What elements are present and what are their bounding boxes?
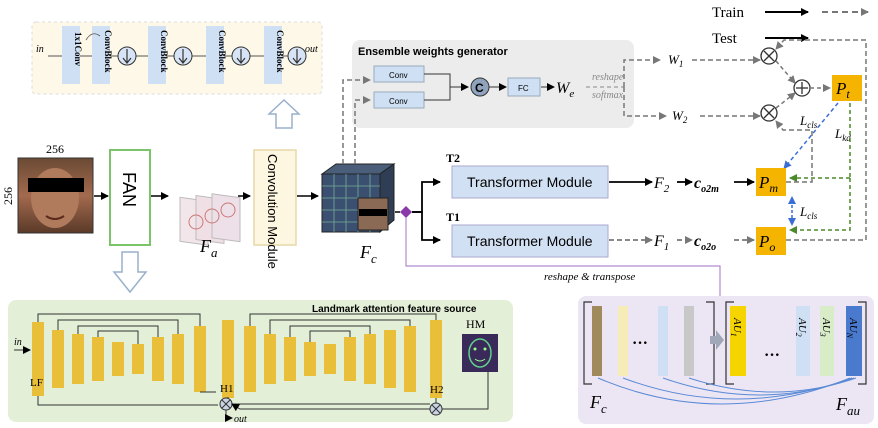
legend-test-label: Test [712, 31, 738, 47]
convblock-3 [206, 26, 224, 84]
ensemble-fc-label: FC [518, 84, 529, 93]
au-transform-arrow [710, 330, 724, 350]
landmark-in: in [14, 337, 22, 348]
t2-transformer-label: Transformer Module [467, 174, 593, 190]
pt-box [832, 75, 862, 101]
t1-f: F1 [653, 233, 669, 253]
loss-kd: Lkd [834, 126, 851, 143]
convblock-4 [264, 26, 282, 84]
pm-label: Pm [758, 173, 778, 195]
landmark-lf: LF [30, 377, 43, 389]
loss-cls-mid: Lcls [799, 204, 818, 221]
convblock-3-label: ConvBlock [217, 30, 227, 73]
convolution-module-label: Convolution Module [265, 154, 280, 269]
t1-tag: T1 [446, 210, 460, 224]
ensemble-reshape: reshape [592, 72, 624, 83]
fan-label: FAN [119, 172, 139, 207]
ensemble-fc [507, 77, 541, 97]
au-fc-label: Fc [589, 392, 607, 416]
au-1-label: AU1 [729, 317, 743, 337]
t1-c: co2o [694, 233, 716, 253]
landmark-hm: HM [466, 317, 486, 331]
legend: Train Test [712, 5, 869, 47]
weight-w1: W1 [668, 52, 683, 69]
fa-feature-maps [179, 193, 241, 246]
input-face-group: 256 256 [1, 142, 94, 234]
fc-token-stack [592, 306, 694, 376]
t2-transformer-module [451, 165, 609, 199]
fc-cube-face-mask [359, 209, 387, 216]
fc-label: Fc [359, 242, 377, 266]
face-eye-mask [28, 178, 84, 192]
t2-f: F2 [653, 175, 670, 195]
au-1-box [730, 306, 746, 376]
weight-w2: W2 [672, 108, 688, 125]
legend-train-label: Train [712, 5, 744, 21]
ensemble-we: We [556, 80, 574, 100]
convblock-4-label: ConvBlock [275, 30, 285, 73]
reshape-transpose-label: reshape & transpose [544, 271, 635, 283]
convblock-2 [148, 26, 166, 84]
input-size-left: 256 [1, 187, 15, 205]
ensemble-softmax: softmax [592, 90, 624, 101]
au-dots-1: ··· [632, 335, 648, 352]
hollow-up-arrow [267, 98, 301, 129]
loss-cls-top: Lcls [799, 113, 818, 130]
au-n-label: AUN [845, 317, 859, 339]
ensemble-concat-label: C [475, 81, 484, 95]
landmark-h1: H1 [220, 383, 233, 395]
po-label: Po [758, 232, 775, 254]
au-fau-label: Fau [835, 394, 861, 418]
hourglass-skip-connections [37, 313, 437, 344]
au-3-label: AU3 [818, 317, 832, 337]
landmark-out: out [234, 414, 247, 425]
top-pipeline-in: in [36, 44, 44, 55]
t1-transformer-label: Transformer Module [467, 233, 593, 249]
t1-transformer-module [451, 224, 609, 258]
input-size-top: 256 [46, 142, 64, 156]
heatmap-image [462, 334, 498, 372]
fan-box [109, 149, 151, 246]
block-1x1conv [62, 26, 80, 84]
fc-feature-cube [320, 163, 396, 234]
au-2-label: AU2 [794, 317, 808, 337]
au-dots-2: ··· [764, 347, 780, 364]
hollow-down-arrow [112, 251, 148, 294]
ensemble-title: Ensemble weights generator [358, 46, 508, 58]
convblock-1-label: ConvBlock [103, 30, 113, 73]
au-attention-arcs [597, 377, 857, 405]
convblock-2-label: ConvBlock [159, 30, 169, 73]
fa-label: Fa [199, 236, 218, 260]
pt-label: Pt [835, 79, 850, 101]
au-3-box [820, 306, 834, 376]
t2-c: co2m [694, 175, 719, 195]
top-pipeline-out: out [305, 44, 318, 55]
ensemble-conv-2-label: Conv [389, 97, 408, 106]
au-2-box [796, 306, 810, 376]
landmark-h2: H2 [430, 384, 443, 396]
top-pipeline: in 1x1Conv ConvBlock ConvBlock ConvBlock… [31, 21, 323, 95]
landmark-title: Landmark attention feature source [312, 304, 477, 315]
block-1x1conv-label: 1x1Conv [73, 32, 83, 67]
convolution-module-box [253, 149, 297, 246]
ensemble-conv-1-label: Conv [389, 71, 408, 80]
pm-box [756, 168, 786, 196]
split-point-diamond [400, 206, 412, 218]
t2-tag: T2 [446, 151, 460, 165]
hourglass-blocks [32, 320, 442, 398]
po-box [756, 227, 786, 255]
convblock-1 [92, 26, 110, 84]
au-n-box [846, 306, 862, 376]
